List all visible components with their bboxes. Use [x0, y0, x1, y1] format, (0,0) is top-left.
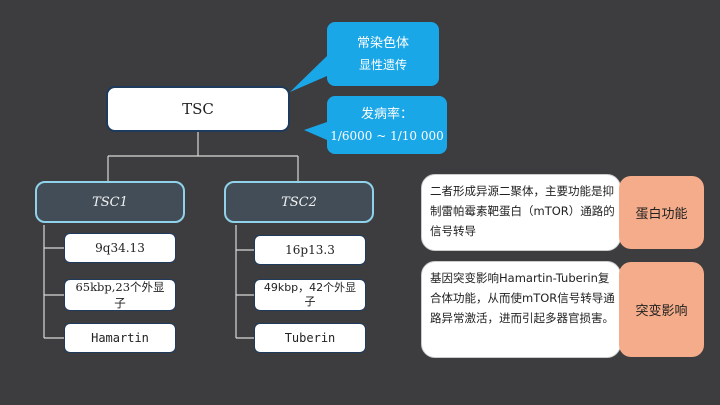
gene-name-tsc1: TSC1	[92, 194, 128, 210]
tag-mutation-impact-label: 突变影响	[635, 304, 688, 319]
tag-protein-function-label: 蛋白功能	[635, 207, 688, 222]
callout-inheritance-line1: 常染色体	[356, 35, 409, 51]
tsc1-size: 65kbp,23个外显子	[75, 280, 165, 310]
callout-inheritance: 常染色体 显性遗传	[327, 22, 439, 86]
tsc-root-label: TSC	[182, 100, 214, 118]
tsc2-locus-box: 16p13.3	[254, 235, 366, 265]
tsc1-locus-box: 9q34.13	[64, 233, 176, 263]
tag-protein-function: 蛋白功能	[619, 176, 704, 249]
callout-incidence-line2: 1/6000 ~ 1/10 000	[330, 128, 444, 143]
callout-incidence: 发病率： 1/6000 ~ 1/10 000	[327, 96, 447, 154]
tsc2-protein: Tuberin	[284, 331, 336, 345]
tsc1-protein: Hamartin	[91, 331, 149, 345]
tsc2-size-box: 49kbp，42个外显子	[254, 279, 366, 311]
callout-incidence-line1: 发病率：	[360, 106, 413, 122]
tsc1-locus: 9q34.13	[95, 241, 145, 255]
tsc-root-node: TSC	[106, 86, 290, 132]
tsc1-size-box: 65kbp,23个外显子	[64, 279, 176, 311]
callout-inheritance-line2: 显性遗传	[358, 57, 407, 72]
info-text-protein-function: 二者形成异源二聚体，主要功能是抑制雷帕霉素靶蛋白（mTOR）通路的信号转导	[430, 184, 615, 239]
gene-name-tsc2: TSC2	[281, 194, 317, 210]
tag-mutation-impact: 突变影响	[619, 262, 704, 357]
tsc2-size: 49kbp，42个外显子	[263, 281, 357, 308]
gene-node-tsc1: TSC1	[35, 181, 185, 223]
info-text-mutation-impact: 基因突变影响Hamartin-Tuberin复合体功能，从而使mTOR信号转导通…	[430, 271, 615, 326]
gene-node-tsc2: TSC2	[224, 181, 374, 223]
callout-tail-incidence	[304, 122, 327, 140]
tsc1-protein-box: Hamartin	[64, 323, 176, 353]
tsc2-protein-box: Tuberin	[254, 323, 366, 353]
tsc2-locus: 16p13.3	[285, 243, 335, 257]
callout-tail-inheritance	[290, 56, 327, 92]
